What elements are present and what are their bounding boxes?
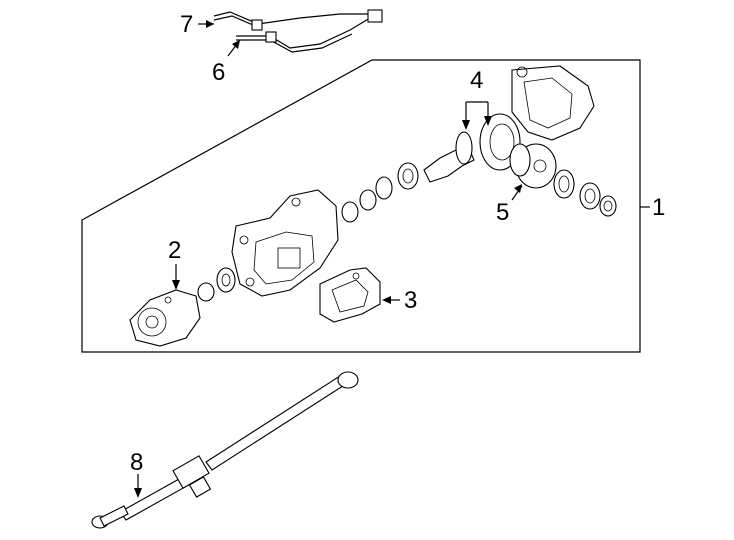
callout-4-arrow-a [462, 120, 470, 130]
assembly-frame [81, 59, 641, 353]
callout-8-arrow [134, 488, 142, 498]
side-bearings [553, 169, 617, 217]
input-seals [197, 267, 236, 302]
rear-cover [511, 65, 595, 141]
callout-5-arrow [514, 184, 522, 193]
callout-7-arrow [206, 20, 214, 28]
pinion-gear [423, 131, 475, 183]
callout-1: 1 [652, 194, 665, 221]
wiring-harness [213, 9, 383, 53]
callout-4-arrow-b [484, 116, 492, 126]
callout-2-arrow [172, 280, 180, 290]
callout-4: 4 [470, 67, 483, 94]
mount-bracket [319, 267, 381, 323]
callout-2: 2 [168, 237, 181, 264]
coupling-flange [129, 289, 201, 347]
drive-shaft [91, 371, 359, 529]
callout-5: 5 [496, 199, 509, 226]
callout-3: 3 [404, 287, 417, 314]
pinion-bearings [341, 162, 419, 223]
differential-case [509, 143, 557, 189]
callout-7: 7 [180, 11, 193, 38]
callout-6-arrow [232, 40, 240, 49]
callout-8: 8 [130, 449, 143, 476]
callout-3-arrow [382, 296, 391, 304]
carrier-housing [231, 189, 339, 297]
callout-6: 6 [212, 59, 225, 86]
